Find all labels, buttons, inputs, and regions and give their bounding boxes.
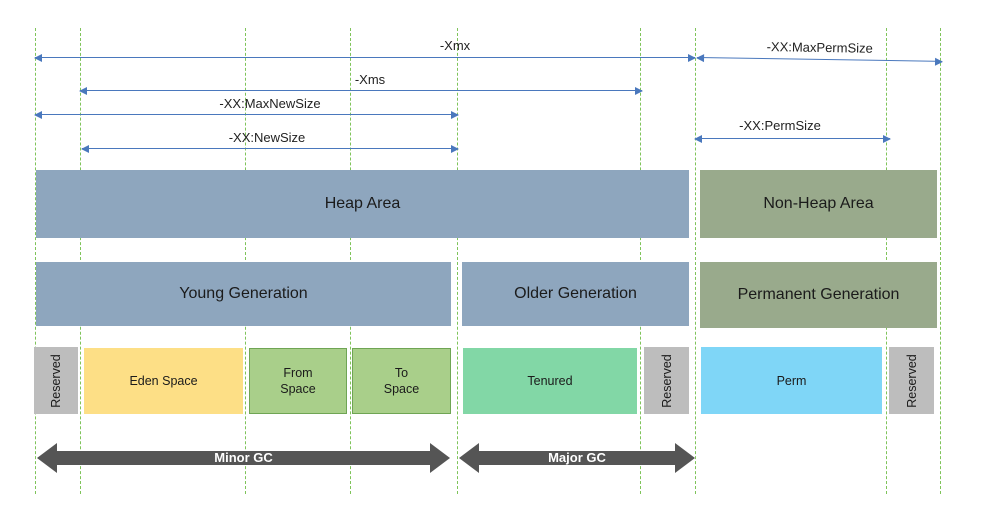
arrow-head-left-icon xyxy=(459,443,479,473)
arrow-left-icon xyxy=(694,135,702,143)
arrow-right-icon xyxy=(451,145,459,153)
from-space-label-line2: Space xyxy=(280,382,316,396)
arrow-right-icon xyxy=(688,54,696,62)
arrow-left-icon xyxy=(79,87,87,95)
arrow-right-icon xyxy=(451,111,459,119)
to-space: To Space xyxy=(352,348,451,414)
guide-line xyxy=(35,28,36,494)
reserved-old: Reserved xyxy=(644,347,689,414)
major-gc-label: Major GC xyxy=(548,450,606,465)
to-space-label-line2: Space xyxy=(383,382,420,396)
tenured-label: Tenured xyxy=(527,374,573,388)
eden-space: Eden Space xyxy=(84,348,243,414)
arrow-head-right-icon xyxy=(430,443,450,473)
older-generation-label: Older Generation xyxy=(514,285,637,302)
xmx-dimension: -Xmx xyxy=(34,38,696,62)
reserved-label: Reserved xyxy=(49,353,63,408)
from-space: From Space xyxy=(249,348,347,414)
arrow-shaft xyxy=(477,451,677,465)
non-heap-area-label: Non-Heap Area xyxy=(763,195,874,212)
guide-line xyxy=(695,28,696,494)
xms-dimension: -Xms xyxy=(79,72,643,95)
dimension-line xyxy=(697,57,943,62)
permanent-generation: Permanent Generation xyxy=(700,262,937,328)
max-new-size-dimension: -XX:MaxNewSize xyxy=(34,96,459,119)
perm-size-label: -XX:PermSize xyxy=(739,118,821,133)
to-space-label-line1: To xyxy=(394,366,409,380)
major-gc-arrow: Major GC xyxy=(459,443,695,473)
guide-line xyxy=(245,28,246,494)
eden-space-label: Eden Space xyxy=(129,374,198,388)
dimension-line xyxy=(35,114,458,115)
young-generation-label: Young Generation xyxy=(179,285,308,302)
dimension-line xyxy=(82,148,458,149)
arrow-right-icon xyxy=(883,135,891,143)
arrow-right-icon xyxy=(635,87,643,95)
non-heap-area: Non-Heap Area xyxy=(700,170,937,238)
reserved-label: Reserved xyxy=(904,353,919,408)
dimension-line xyxy=(35,57,695,58)
arrow-head-right-icon xyxy=(675,443,695,473)
arrow-head-left-icon xyxy=(37,443,57,473)
minor-gc-arrow: Minor GC xyxy=(37,443,450,473)
tenured-space: Tenured xyxy=(463,348,637,414)
heap-area: Heap Area xyxy=(36,170,689,238)
from-space-label-line1: From xyxy=(283,366,313,380)
arrow-right-icon xyxy=(934,57,944,66)
young-generation: Young Generation xyxy=(36,262,451,326)
arrow-left-icon xyxy=(81,145,89,153)
guide-line xyxy=(940,28,941,494)
dimension-line xyxy=(80,90,642,91)
guide-line xyxy=(350,28,351,494)
reserved-label: Reserved xyxy=(659,353,674,408)
guide-line xyxy=(886,28,887,494)
arrow-left-icon xyxy=(696,53,705,63)
xmx-label: -Xmx xyxy=(439,38,471,53)
guide-line xyxy=(80,28,81,494)
new-size-label: -XX:NewSize xyxy=(228,130,306,145)
perm-label: Perm xyxy=(776,373,807,388)
new-size-dimension: -XX:NewSize xyxy=(81,130,459,153)
arrow-left-icon xyxy=(34,54,42,62)
arrow-shaft xyxy=(55,451,432,465)
dimension-line xyxy=(695,138,890,139)
reserved-perm: Reserved xyxy=(889,347,934,414)
perm-size-dimension: -XX:PermSize xyxy=(694,118,891,143)
arrow-left-icon xyxy=(34,111,42,119)
max-perm-size-dimension: -XX:MaxPermSize xyxy=(696,39,944,66)
guide-line xyxy=(457,28,458,494)
xms-label: -Xms xyxy=(354,72,386,87)
max-new-size-label: -XX:MaxNewSize xyxy=(219,96,321,111)
heap-area-label: Heap Area xyxy=(324,195,401,212)
max-perm-size-label: -XX:MaxPermSize xyxy=(766,39,873,56)
reserved-young: Reserved xyxy=(34,347,78,414)
older-generation: Older Generation xyxy=(462,262,689,326)
guide-line xyxy=(640,28,641,494)
minor-gc-label: Minor GC xyxy=(214,450,273,465)
perm-space: Perm xyxy=(701,347,882,414)
permanent-generation-label: Permanent Generation xyxy=(737,286,900,303)
